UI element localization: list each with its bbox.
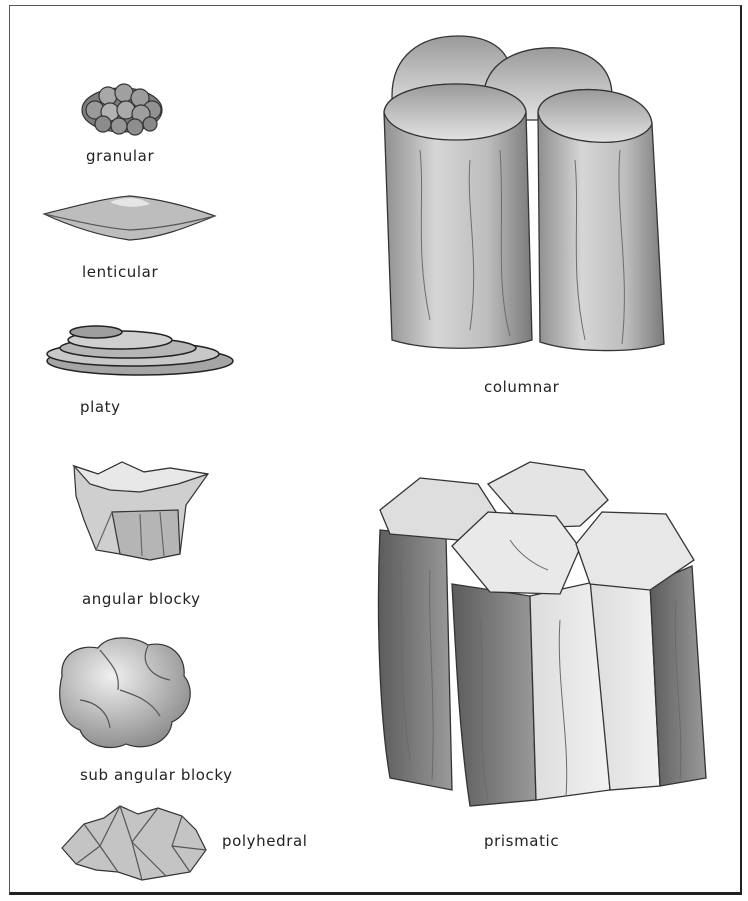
polyhedral-illustration xyxy=(62,806,206,880)
label-sub-angular-blocky: sub angular blocky xyxy=(80,766,233,784)
label-columnar: columnar xyxy=(484,378,559,396)
label-angular-blocky: angular blocky xyxy=(82,590,201,608)
granular-illustration xyxy=(82,84,162,135)
prismatic-illustration xyxy=(378,462,706,806)
label-polyhedral: polyhedral xyxy=(222,832,308,850)
label-granular: granular xyxy=(86,147,154,165)
angular-blocky-illustration xyxy=(74,462,208,560)
platy-illustration xyxy=(47,326,233,375)
sub-angular-blocky-illustration xyxy=(60,638,190,748)
lenticular-illustration xyxy=(44,196,215,240)
label-platy: platy xyxy=(80,398,121,416)
label-lenticular: lenticular xyxy=(82,263,158,281)
label-prismatic: prismatic xyxy=(484,832,559,850)
columnar-illustration xyxy=(384,36,664,351)
